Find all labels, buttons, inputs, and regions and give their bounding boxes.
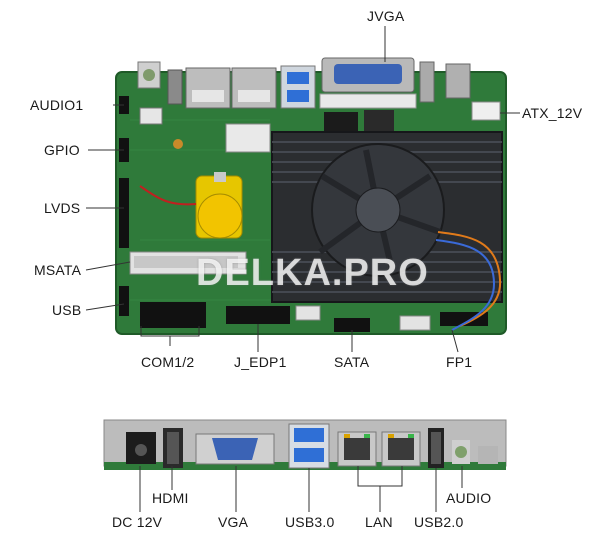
watermark: DELKA.PRO xyxy=(196,252,429,294)
label-lvds: LVDS xyxy=(44,200,81,216)
label-com: COM1/2 xyxy=(141,354,195,370)
label-vga: VGA xyxy=(218,514,249,530)
lan-ports-top xyxy=(185,67,277,109)
vga-port xyxy=(195,433,275,465)
label-audio1: AUDIO1 xyxy=(30,97,84,113)
usb2-port xyxy=(428,428,444,468)
label-lan: LAN xyxy=(365,514,393,530)
dc-jack xyxy=(126,432,156,464)
hdmi-port xyxy=(163,428,183,468)
label-dc-12v: DC 12V xyxy=(112,514,163,530)
label-fp1: FP1 xyxy=(446,354,473,370)
sata-connector xyxy=(334,318,370,332)
label-usb3: USB3.0 xyxy=(285,514,335,530)
label-jvga: JVGA xyxy=(367,8,405,24)
audio-jack-top xyxy=(137,61,161,89)
edp-header xyxy=(226,306,290,324)
leader-lines xyxy=(85,26,520,512)
label-usb2: USB2.0 xyxy=(414,514,464,530)
com-headers xyxy=(140,302,206,328)
label-msata: MSATA xyxy=(34,262,82,278)
label-sata: SATA xyxy=(334,354,370,370)
label-audio: AUDIO xyxy=(446,490,492,506)
jvga-connector xyxy=(319,57,417,109)
label-hdmi: HDMI xyxy=(152,490,189,506)
lan-ports xyxy=(337,431,421,467)
usb-ports-top xyxy=(280,65,316,109)
audio-jack xyxy=(452,440,470,464)
side-view-board xyxy=(103,419,507,470)
heatsink xyxy=(271,131,503,303)
cmos-battery xyxy=(195,172,243,239)
usb3-ports xyxy=(288,423,330,469)
label-gpio: GPIO xyxy=(44,142,80,158)
top-view-board xyxy=(115,57,507,335)
label-j-edp1: J_EDP1 xyxy=(234,354,287,370)
label-atx-12v: ATX_12V xyxy=(522,105,583,121)
label-usb: USB xyxy=(52,302,82,318)
